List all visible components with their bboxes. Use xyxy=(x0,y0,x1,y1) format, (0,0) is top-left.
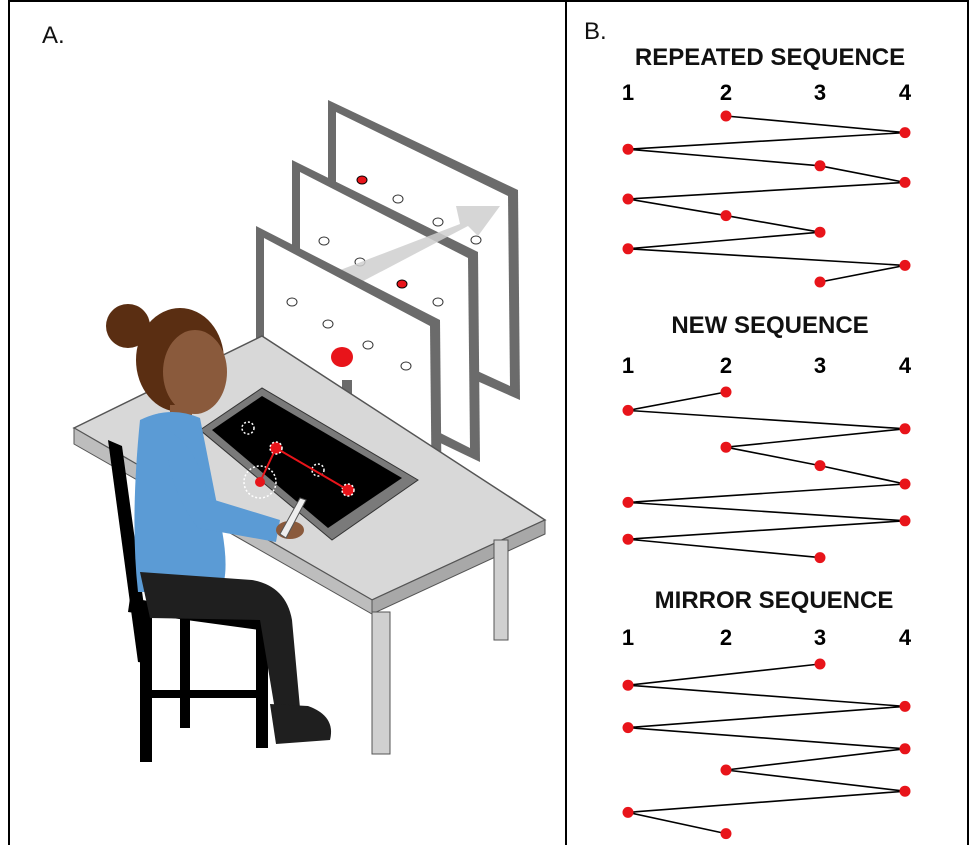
participant-illustration xyxy=(72,100,547,762)
column-label: 1 xyxy=(622,80,634,105)
column-label: 4 xyxy=(899,353,912,378)
sequence-dot xyxy=(622,722,634,734)
sequence-dot xyxy=(899,259,911,271)
sequence-dot xyxy=(622,806,634,818)
sequence-line-repeated xyxy=(627,115,906,283)
pants xyxy=(140,572,300,716)
sequence-dot xyxy=(899,515,911,527)
sequence-dot xyxy=(622,533,634,545)
column-label: 3 xyxy=(814,625,826,650)
sequence-dot xyxy=(899,700,911,712)
tablet xyxy=(199,387,419,541)
column-label: 4 xyxy=(899,80,912,105)
sequence-dot xyxy=(814,226,826,238)
sequence-dot xyxy=(814,552,826,564)
sequence-dot xyxy=(622,404,634,416)
column-headers-new: 1 2 3 4 xyxy=(622,353,912,378)
figure-frame xyxy=(8,0,969,845)
shoe xyxy=(270,704,332,744)
sequence-path-mirror xyxy=(622,658,911,840)
panel-b-label: B. xyxy=(584,18,607,45)
panel-a-label: A. xyxy=(42,22,65,49)
sequence-dot xyxy=(814,460,826,472)
stylus xyxy=(279,497,307,539)
hair-bun xyxy=(106,304,150,348)
sequence-dot xyxy=(720,110,732,122)
sequence-dot xyxy=(622,679,634,691)
column-label: 1 xyxy=(622,353,634,378)
sequence-dot xyxy=(814,160,826,172)
column-headers-repeated: 1 2 3 4 xyxy=(622,80,912,105)
sequence-diagram: REPEATED SEQUENCE 1 2 3 4 NEW SEQUENCE 1… xyxy=(622,44,912,840)
column-label: 3 xyxy=(814,353,826,378)
sequence-dot xyxy=(720,441,732,453)
face xyxy=(163,330,227,414)
column-label: 2 xyxy=(720,625,732,650)
sequence-dot xyxy=(899,176,911,188)
sequence-dot xyxy=(814,276,826,288)
sequence-dot xyxy=(622,496,634,508)
sequence-path-new xyxy=(622,386,911,564)
sequence-dot xyxy=(720,210,732,222)
participant xyxy=(106,304,332,744)
sequence-dot xyxy=(899,743,911,755)
sequence-line-new xyxy=(627,391,906,559)
sequence-path-repeated xyxy=(622,110,911,288)
sequence-title-mirror: MIRROR SEQUENCE xyxy=(655,587,894,614)
column-label: 1 xyxy=(622,625,634,650)
sequence-dot xyxy=(899,478,911,490)
sequence-dot xyxy=(899,785,911,797)
sequence-dot xyxy=(720,386,732,398)
sequence-dot xyxy=(622,143,634,155)
target-dot xyxy=(331,347,353,367)
target-dot xyxy=(396,279,408,289)
sequence-dot xyxy=(622,243,634,255)
column-label: 4 xyxy=(899,625,912,650)
sequence-title-repeated: REPEATED SEQUENCE xyxy=(635,44,905,71)
sequence-dot xyxy=(720,828,732,840)
column-label: 3 xyxy=(814,80,826,105)
sequence-dot xyxy=(814,658,826,670)
sequence-dot xyxy=(899,423,911,435)
sequence-dot xyxy=(622,193,634,205)
panel-divider xyxy=(565,0,567,845)
target-dot xyxy=(356,175,368,185)
column-label: 2 xyxy=(720,80,732,105)
column-label: 2 xyxy=(720,353,732,378)
column-headers-mirror: 1 2 3 4 xyxy=(622,625,912,650)
sequence-line-mirror xyxy=(627,663,906,835)
shirt xyxy=(134,411,226,592)
sequence-dot xyxy=(720,764,732,776)
sequence-dot xyxy=(899,127,911,139)
sequence-title-new: NEW SEQUENCE xyxy=(671,312,868,339)
